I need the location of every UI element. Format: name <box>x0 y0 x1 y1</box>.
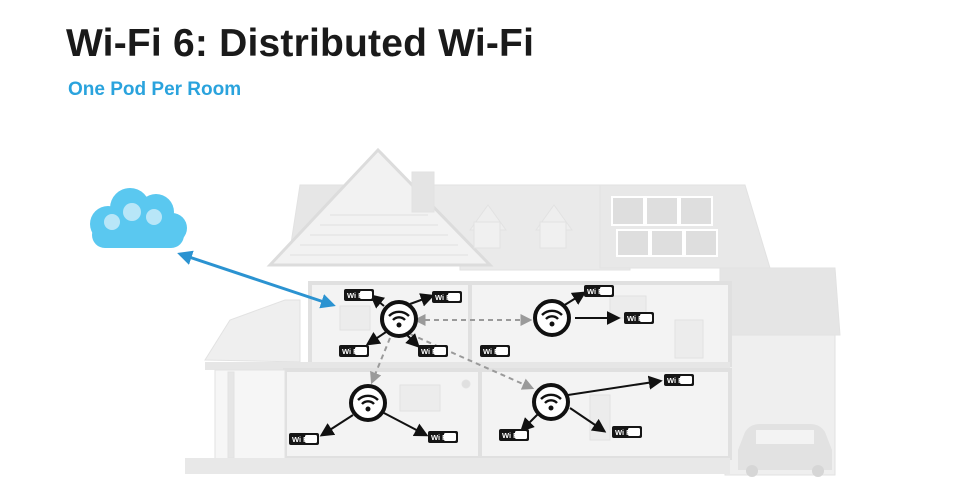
cloud-icon <box>90 188 187 248</box>
svg-text:Wi Fi: Wi Fi <box>502 431 520 440</box>
house-illustration <box>185 147 841 476</box>
svg-text:Wi Fi: Wi Fi <box>615 428 633 437</box>
device-links <box>319 291 663 437</box>
svg-text:Wi Fi: Wi Fi <box>421 347 439 356</box>
diagram-title: Wi-Fi 6: Distributed Wi-Fi <box>66 22 535 65</box>
wifi-pod-icon <box>349 384 387 422</box>
svg-text:Wi Fi: Wi Fi <box>342 347 360 356</box>
svg-text:Wi Fi: Wi Fi <box>347 291 365 300</box>
svg-text:Wi Fi: Wi Fi <box>435 293 453 302</box>
wifi-device-badge-icon: Wi Fi <box>584 285 614 297</box>
wifi-device-badge-icon: Wi Fi <box>418 345 448 357</box>
wifi-device-badge-icon: Wi Fi <box>664 374 694 386</box>
svg-text:Wi Fi: Wi Fi <box>587 287 605 296</box>
svg-text:Wi Fi: Wi Fi <box>292 435 310 444</box>
wifi-device-badge-icon: Wi Fi <box>339 345 369 357</box>
wifi-device-badge-icon: Wi Fi <box>289 433 319 445</box>
wifi-device-badge-icon: Wi Fi <box>480 345 510 357</box>
wifi-device-badge-icon: Wi Fi <box>612 426 642 438</box>
wifi-device-badge-icon: Wi Fi <box>624 312 654 324</box>
diagram-subtitle: One Pod Per Room <box>68 79 242 100</box>
svg-text:Wi Fi: Wi Fi <box>431 433 449 442</box>
wifi-device-badge-icon: Wi Fi <box>432 291 462 303</box>
wifi-pod-icon <box>380 300 418 338</box>
car-icon <box>738 424 832 477</box>
svg-text:Wi Fi: Wi Fi <box>483 347 501 356</box>
svg-text:Wi Fi: Wi Fi <box>667 376 685 385</box>
solar-panel-icon <box>611 196 718 257</box>
mesh-backhaul-links <box>370 314 535 390</box>
svg-text:Wi Fi: Wi Fi <box>627 314 645 323</box>
wifi-pod-icon <box>533 299 571 337</box>
wifi-pod-icon <box>532 383 570 421</box>
wifi-device-badge-icon: Wi Fi <box>499 429 529 441</box>
internet-link <box>177 250 336 309</box>
wifi-device-badge-icon: Wi Fi <box>428 431 458 443</box>
wifi-device-badge-icon: Wi Fi <box>344 289 374 301</box>
